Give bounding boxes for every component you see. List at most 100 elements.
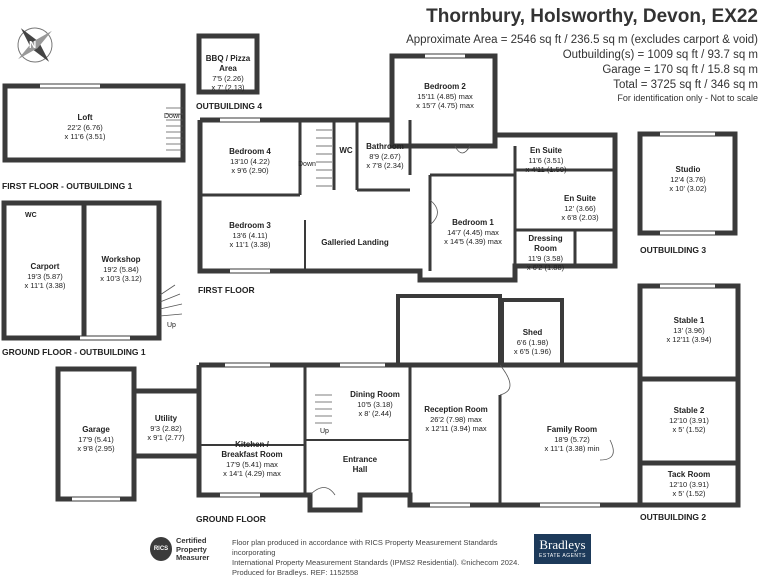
room-loft: Loft 22'2 (6.76) x 11'6 (3.51) [45,113,125,142]
room-kitchen: Kitchen / Breakfast Room 17'9 (5.41) max… [212,440,292,479]
rics-cert-line: Measurer [176,553,210,563]
room-name: Stable 1 [673,316,705,325]
shed-walls [500,298,564,367]
room-carport: Carport 19'3 (5.87) x 11'1 (3.38) [10,262,80,291]
room-name: Loft [77,113,93,122]
room-dim: x 9'1 (2.77) [147,433,185,443]
room-dim: x 6'8 (2.03) [561,213,599,223]
room-stable1: Stable 1 13' (3.96) x 12'11 (3.94) [645,316,733,345]
tack-walls [637,460,741,508]
room-dim: 19'2 (5.84) [103,265,139,274]
room-wc: WC [336,146,356,156]
footer-line: Floor plan produced in accordance with R… [232,538,498,558]
room-dressing: Dressing Room 11'9 (3.58) x 6'2 (1.88) [518,234,573,273]
door-arc-reception [499,364,511,396]
room-dim: x 14'5 (4.39) max [444,237,502,247]
workshop-stairs [159,284,183,317]
room-name: Dining Room [350,390,400,399]
room-bedroom4: Bedroom 4 13'10 (4.22) x 9'6 (2.90) [210,147,290,176]
room-name: Stable 2 [673,406,705,415]
room-name: En Suite [529,146,562,155]
room-name: Entrance [342,455,378,464]
label-up: Up [320,428,329,435]
room-name: Studio [675,165,701,174]
room-dim: x 9'8 (2.95) [77,444,115,454]
garage-area: Garage = 170 sq ft / 15.8 sq m [602,64,758,76]
room-dim: 12'10 (3.91) [669,480,709,489]
room-dining: Dining Room 10'5 (3.18) x 8' (2.44) [340,390,410,419]
room-name: Bedroom 3 [229,221,271,230]
section-ground-floor: GROUND FLOOR [196,514,266,524]
door-arc-family [599,439,614,461]
room-dim: x 11'6 (3.51) [64,132,106,142]
room-studio: Studio 12'4 (3.76) x 10' (3.02) [648,165,728,194]
approx-area: Approximate Area = 2546 sq ft / 236.5 sq… [406,34,758,46]
room-name: Utility [154,414,178,423]
footer-line: Produced for Bradleys. REF: 1152558 [232,568,359,578]
room-name: WC [339,146,353,155]
brand-sub: ESTATE AGENTS [539,553,586,559]
total-area: Total = 3725 sq ft / 346 sq m [613,79,758,91]
room-dim: 12'4 (3.76) [670,175,706,184]
room-bathroom: Bathroom 8'9 (2.67) x 7'8 (2.34) [360,142,410,171]
rics-logo: RICS [150,537,172,561]
scale-note: For identification only - Not to scale [617,93,758,103]
room-entrance-hall: Entrance Hall [330,455,390,475]
room-reception: Reception Room 26'2 (7.98) max x 12'11 (… [414,405,498,434]
section-ground-floor-outbuilding1: GROUND FLOOR - OUTBUILDING 1 [2,347,146,357]
ground-floor-stairs [315,394,332,424]
room-dim: x 15'7 (4.75) max [416,101,474,111]
room-dim: x 9'6 (2.90) [231,166,269,176]
bbq-walls [196,33,260,95]
room-ensuite1: En Suite 11'6 (3.51) x 4'11 (1.50) [520,146,572,175]
room-name: Galleried Landing [321,238,389,247]
room-dim: 18'9 (5.72) [554,435,590,444]
room-dim: x 7'8 (2.34) [366,161,404,171]
room-dim: 13'6 (4.11) [232,231,268,240]
room-dim: 17'9 (5.41) [78,435,114,444]
room-dim: x 12'11 (3.94) max [425,424,487,434]
room-dim: x 12'11 (3.94) [666,335,712,345]
loft-stairs [166,107,183,151]
room-dim: 7'5 (2.26) [212,74,244,83]
brand-name: Bradleys [539,537,586,552]
room-dim: x 6'2 (1.88) [526,263,565,273]
room-name: Tack Room [667,470,711,479]
rics-cert-line: Certified [176,536,207,545]
label-down: Down [164,113,182,120]
bradleys-logo: Bradleys ESTATE AGENTS [534,534,591,564]
room-dim: 6'6 (1.98) [516,338,549,347]
room-name-2: Breakfast Room [221,450,283,459]
room-dim: 15'11 (4.85) max [417,92,473,101]
rics-badge: RICS Certified Property Measurer [150,536,226,565]
outbuildings-area: Outbuilding(s) = 1009 sq ft / 93.7 sq m [562,49,758,61]
door-arc-bedroom1 [429,199,438,226]
room-shed: Shed 6'6 (1.98) x 6'5 (1.96) [505,328,560,357]
room-name: Bathroom [366,142,404,151]
room-dim: 13' (3.96) [673,326,705,335]
room-name-2: Room [534,244,557,253]
room-name: Bedroom 1 [452,218,494,227]
room-name: Kitchen / [235,440,269,449]
room-dim: 11'9 (3.58) [527,254,564,263]
room-stable2: Stable 2 12'10 (3.91) x 5' (1.52) [645,406,733,435]
label-wc: WC [25,212,37,219]
room-galleried-landing: Galleried Landing [310,238,400,248]
room-dim: 17'9 (5.41) max [226,460,278,469]
door-arc-entrance [309,487,336,496]
room-dim: 19'3 (5.87) [27,272,63,281]
room-dim: x 10' (3.02) [669,184,707,194]
room-dim: x 8' (2.44) [358,409,392,419]
rics-cert-line: Property [176,544,207,554]
room-bedroom1: Bedroom 1 14'7 (4.45) max x 14'5 (4.39) … [432,218,514,247]
room-name: Reception Room [424,405,488,414]
room-name: Bedroom 4 [229,147,271,156]
room-name: Workshop [101,255,141,264]
room-dim: x 11'1 (3.38) [24,281,66,291]
compass-icon [17,27,53,63]
room-dim: x 6'5 (1.96) [513,347,552,357]
room-name-2: Hall [352,465,368,474]
room-name: Bedroom 2 [424,82,466,91]
room-dim: 22'2 (6.76) [67,123,103,132]
room-dim: x 5' (1.52) [672,425,706,435]
